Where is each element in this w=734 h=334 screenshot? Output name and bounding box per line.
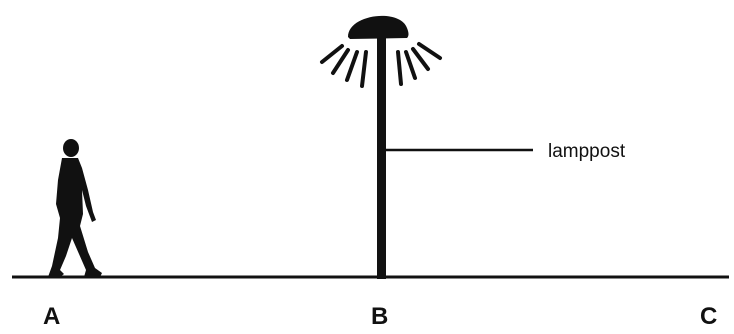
light-ray bbox=[406, 52, 415, 78]
light-ray bbox=[398, 52, 401, 84]
point-label-b: B bbox=[371, 303, 388, 330]
light-ray bbox=[413, 49, 428, 69]
lamp-head bbox=[348, 16, 409, 39]
light-ray bbox=[419, 44, 440, 58]
light-ray bbox=[322, 46, 342, 62]
light-ray bbox=[347, 52, 357, 80]
person-body bbox=[48, 158, 102, 277]
lamppost-pole bbox=[377, 37, 386, 279]
person-head bbox=[63, 139, 79, 157]
light-ray bbox=[362, 52, 366, 86]
point-label-c: C bbox=[700, 303, 717, 330]
point-label-a: A bbox=[43, 303, 60, 330]
lamppost-label: lamppost bbox=[548, 141, 626, 162]
walking-person bbox=[48, 139, 102, 277]
